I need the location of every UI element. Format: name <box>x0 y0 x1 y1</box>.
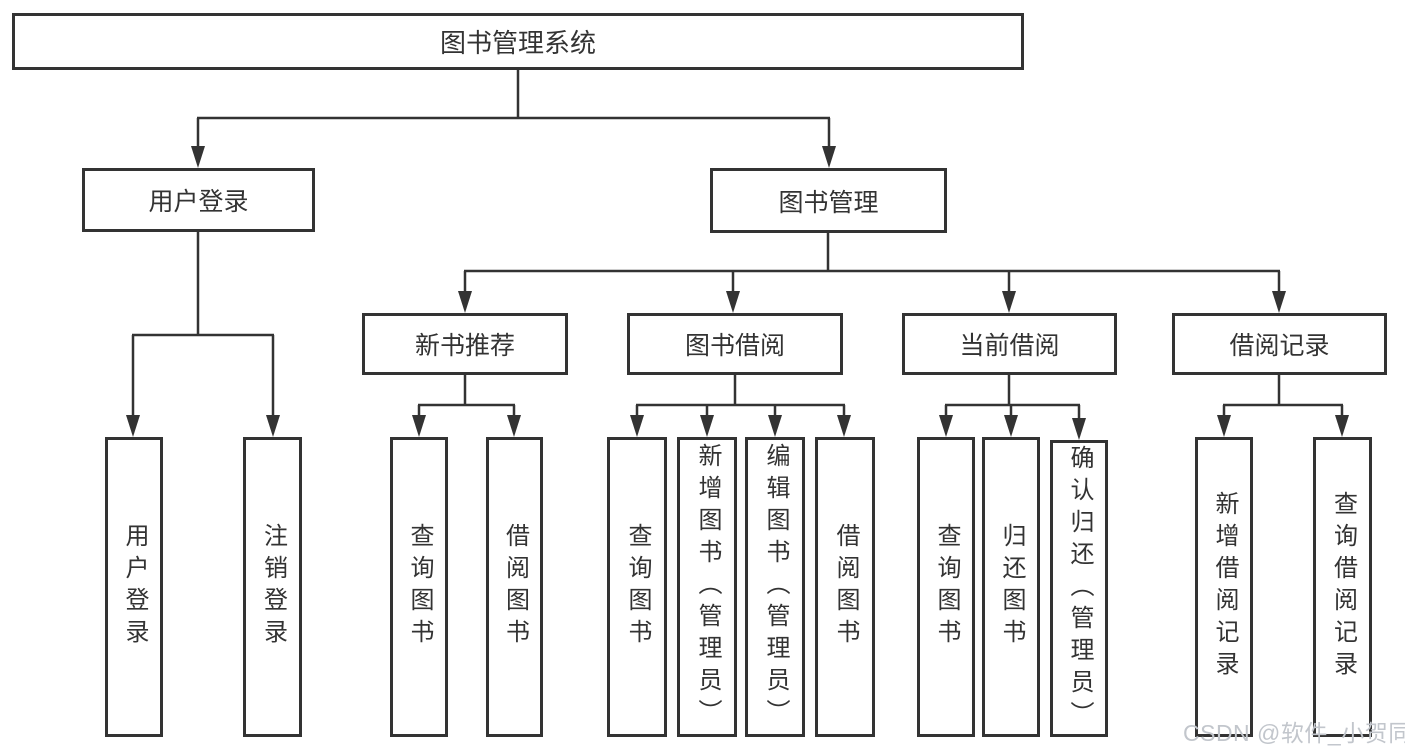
leaf-borrow-borrow-book-label: 借阅图书 <box>832 523 859 651</box>
node-book-borrow-label: 图书借阅 <box>684 332 785 360</box>
node-book-management-label: 图书管理 <box>778 188 879 217</box>
leaf-user-login-label: 用户登录 <box>121 523 148 651</box>
leaf-edit-book-admin-label: 编辑图书（管理员） <box>762 443 789 731</box>
node-book-management: 图书管理 <box>710 168 947 233</box>
connector-user-login-to-leaves <box>131 232 275 416</box>
leaf-add-borrow-record: 新增借阅记录 <box>1195 437 1253 737</box>
leaf-add-book-admin: 新增图书（管理员） <box>677 437 737 737</box>
node-current-borrow: 当前借阅 <box>902 313 1117 375</box>
arrowheads-book-borrow-leaves <box>630 415 851 437</box>
arrowheads-level2 <box>191 146 836 168</box>
node-user-login: 用户登录 <box>82 168 315 232</box>
leaf-borrow-borrow-book: 借阅图书 <box>815 437 875 737</box>
node-borrow-records: 借阅记录 <box>1172 313 1387 375</box>
connector-new-book-to-leaves <box>417 375 516 416</box>
leaf-newbook-query-book-label: 查询图书 <box>406 523 433 651</box>
connector-root-to-level2 <box>196 68 831 147</box>
leaf-edit-book-admin: 编辑图书（管理员） <box>745 437 805 737</box>
arrowheads-borrow-records-leaves <box>1217 415 1349 437</box>
node-root-label: 图书管理系统 <box>439 28 596 58</box>
connector-borrow-records-to-leaves <box>1222 375 1344 416</box>
leaf-user-login: 用户登录 <box>105 437 163 737</box>
arrowheads-user-login-leaves <box>126 415 280 437</box>
leaf-borrow-query-book-label: 查询图书 <box>624 523 651 651</box>
leaf-newbook-borrow-book-label: 借阅图书 <box>501 523 529 651</box>
node-current-borrow-label: 当前借阅 <box>959 332 1060 360</box>
leaf-logout: 注销登录 <box>243 437 302 737</box>
leaf-return-book-label: 归还图书 <box>998 523 1025 651</box>
connector-current-borrow-to-leaves <box>944 375 1081 419</box>
leaf-add-book-admin-label: 新增图书（管理员） <box>694 443 721 731</box>
connector-book-borrow-to-leaves <box>635 375 846 416</box>
leaf-return-book: 归还图书 <box>982 437 1040 737</box>
connector-book-management-to-level3 <box>463 233 1281 292</box>
leaf-confirm-return-admin-label: 确认归还（管理员） <box>1066 444 1093 733</box>
leaf-confirm-return-admin: 确认归还（管理员） <box>1050 440 1108 737</box>
leaf-current-query-book-label: 查询图书 <box>933 523 960 651</box>
leaf-newbook-borrow-book: 借阅图书 <box>486 437 543 737</box>
csdn-watermark: CSDN @软件_小贺同学 <box>1183 720 1405 746</box>
node-user-login-label: 用户登录 <box>148 188 249 216</box>
node-new-book-recommend: 新书推荐 <box>362 313 568 375</box>
leaf-borrow-query-book: 查询图书 <box>607 437 667 737</box>
node-borrow-records-label: 借阅记录 <box>1229 332 1330 360</box>
arrowheads-level3 <box>458 291 1286 313</box>
leaf-current-query-book: 查询图书 <box>917 437 975 737</box>
leaf-logout-label: 注销登录 <box>259 523 287 651</box>
leaf-newbook-query-book: 查询图书 <box>390 437 448 737</box>
leaf-query-borrow-record: 查询借阅记录 <box>1313 437 1372 737</box>
leaf-query-borrow-record-label: 查询借阅记录 <box>1329 491 1357 683</box>
node-root: 图书管理系统 <box>12 13 1024 70</box>
leaf-add-borrow-record-label: 新增借阅记录 <box>1211 491 1238 683</box>
node-book-borrow: 图书借阅 <box>627 313 843 375</box>
arrowheads-new-book-leaves <box>412 415 521 437</box>
node-new-book-recommend-label: 新书推荐 <box>414 332 515 360</box>
